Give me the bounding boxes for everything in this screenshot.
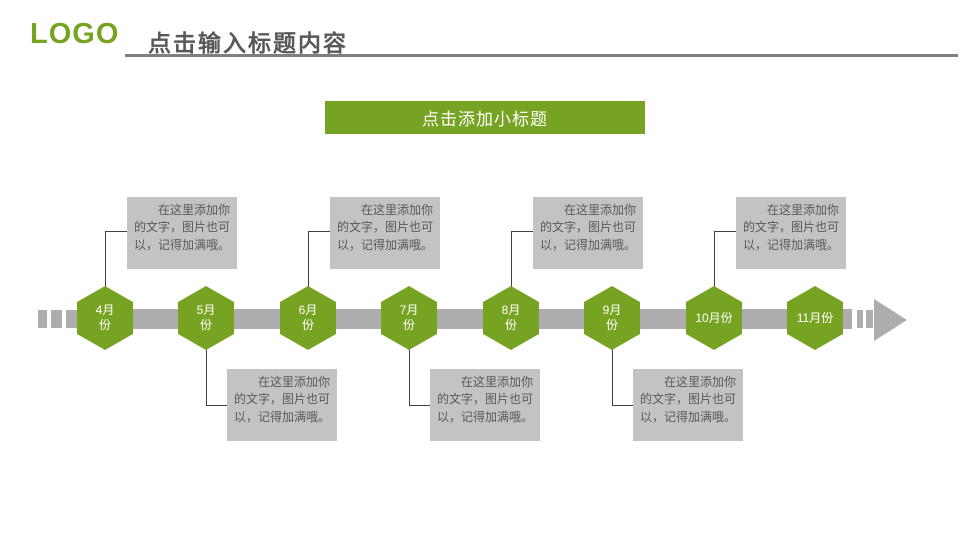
milestone-hex-july[interactable]: 7月份: [381, 286, 437, 350]
note-box[interactable]: 在这里添加你的文字，图片也可以，记得加满哦。: [227, 369, 337, 441]
milestone-hex-october[interactable]: 10月份: [686, 286, 742, 350]
subtitle-banner[interactable]: 点击添加小标题: [325, 101, 645, 134]
milestone-label: 9月份: [602, 303, 622, 332]
note-text: 在这里添加你的文字，图片也可以，记得加满哦。: [743, 203, 840, 252]
connector-line: [206, 346, 228, 406]
note-text: 在这里添加你的文字，图片也可以，记得加满哦。: [234, 375, 331, 424]
timeline-end-dash: [866, 310, 873, 328]
milestone-hex-may[interactable]: 5月份: [178, 286, 234, 350]
note-text: 在这里添加你的文字，图片也可以，记得加满哦。: [437, 375, 534, 424]
timeline-start-dash: [51, 310, 62, 328]
page-title[interactable]: 点击输入标题内容: [148, 30, 348, 56]
milestone-hex-november[interactable]: 11月份: [787, 286, 843, 350]
logo-text: LOGO: [30, 18, 120, 50]
milestone-label: 5月份: [196, 303, 216, 332]
milestone-label: 7月份: [399, 303, 419, 332]
note-box[interactable]: 在这里添加你的文字，图片也可以，记得加满哦。: [430, 369, 540, 441]
note-box[interactable]: 在这里添加你的文字，图片也可以，记得加满哦。: [330, 197, 440, 269]
milestone-hex-june[interactable]: 6月份: [280, 286, 336, 350]
note-box[interactable]: 在这里添加你的文字，图片也可以，记得加满哦。: [736, 197, 846, 269]
note-text: 在这里添加你的文字，图片也可以，记得加满哦。: [337, 203, 434, 252]
note-box[interactable]: 在这里添加你的文字，图片也可以，记得加满哦。: [533, 197, 643, 269]
connector-line: [511, 231, 534, 292]
timeline-start-dash: [38, 310, 47, 328]
milestone-label: 10月份: [695, 310, 733, 325]
note-text: 在这里添加你的文字，图片也可以，记得加满哦。: [134, 203, 231, 252]
timeline-arrowhead-icon: [874, 299, 907, 341]
note-text: 在这里添加你的文字，图片也可以，记得加满哦。: [640, 375, 737, 424]
milestone-label: 6月份: [298, 303, 318, 332]
timeline-bar: [80, 309, 852, 329]
milestone-hex-september[interactable]: 9月份: [584, 286, 640, 350]
note-box[interactable]: 在这里添加你的文字，图片也可以，记得加满哦。: [633, 369, 743, 441]
milestone-label: 8月份: [501, 303, 521, 332]
connector-line: [308, 231, 331, 292]
connector-line: [409, 346, 431, 406]
connector-line: [714, 231, 737, 292]
title-underline: [125, 54, 958, 57]
milestone-label: 11月份: [796, 310, 834, 325]
timeline-start-dash: [66, 310, 77, 328]
connector-line: [612, 346, 634, 406]
note-text: 在这里添加你的文字，图片也可以，记得加满哦。: [540, 203, 637, 252]
connector-line: [105, 231, 128, 292]
timeline-end-dash: [857, 310, 863, 328]
subtitle-label: 点击添加小标题: [422, 110, 548, 129]
milestone-hex-april[interactable]: 4月份: [77, 286, 133, 350]
milestone-hex-august[interactable]: 8月份: [483, 286, 539, 350]
milestone-label: 4月份: [95, 303, 115, 332]
note-box[interactable]: 在这里添加你的文字，图片也可以，记得加满哦。: [127, 197, 237, 269]
